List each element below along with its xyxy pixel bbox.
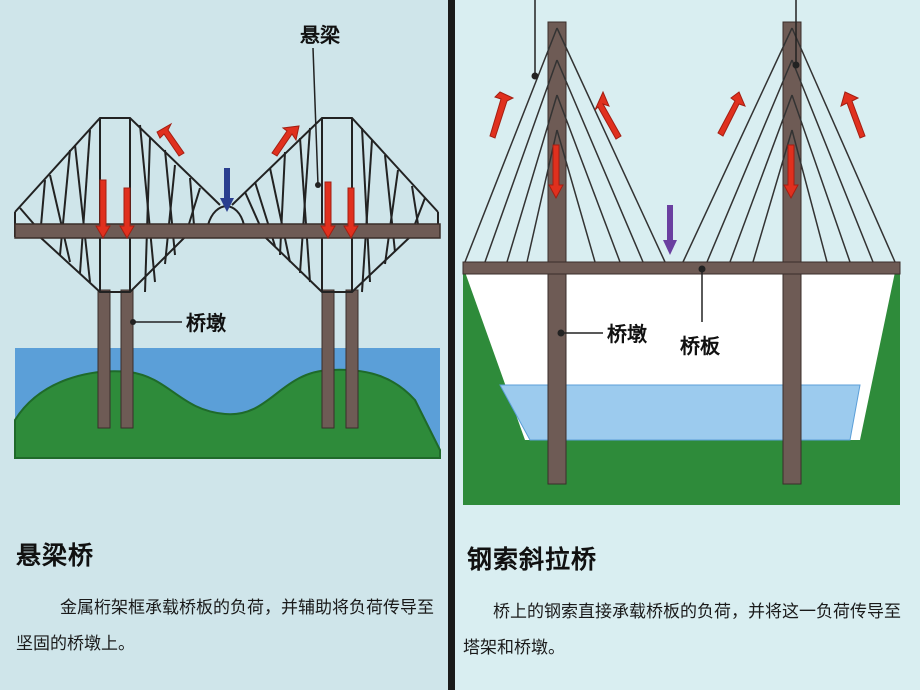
- down-arrow: [783, 144, 799, 200]
- cable-stayed-bridge-title: 钢索斜拉桥: [467, 545, 598, 574]
- force-arrows: [95, 122, 359, 239]
- pier-leader-dot: [130, 319, 136, 325]
- down-arrow: [95, 179, 111, 239]
- cable-stayed-bridge-diagram: 桥墩 桥板: [462, 0, 901, 505]
- pier-label: 桥墩: [607, 322, 648, 346]
- pier-left-2: [120, 289, 134, 429]
- beam-label: 悬梁: [300, 23, 341, 47]
- down-arrow: [119, 187, 135, 239]
- cantilever-bridge-title: 悬梁桥: [16, 541, 95, 570]
- cantilever-bridge-panel: 悬梁 桥墩 悬梁桥 金属桁架框承载桥板的负荷，并辅助将负荷传导至坚固的桥墩上。: [0, 0, 450, 690]
- beam-leader-dot: [315, 182, 321, 188]
- up-right-arrow: [594, 90, 622, 140]
- beam-leader-line: [312, 47, 319, 186]
- water: [499, 384, 861, 441]
- cables-right: [682, 27, 896, 263]
- cable-stayed-bridge-description: 桥上的钢索直接承载桥板的负荷，并将这一负荷传导至塔架和桥墩。: [463, 602, 901, 658]
- tower-right: [782, 21, 802, 485]
- down-arrow: [548, 144, 564, 200]
- cable-stayed-bridge-panel: 桥墩 桥板 钢索斜拉桥 桥上的钢索直接承载桥板的负荷，并将这一负荷传导至塔架和桥…: [455, 0, 920, 690]
- force-arrows: [489, 90, 866, 200]
- bridge-deck: [462, 261, 901, 275]
- pier-right-1: [321, 289, 335, 429]
- down-arrow: [343, 187, 359, 239]
- cantilever-bridge-diagram: 悬梁 桥墩: [14, 23, 441, 459]
- deck-label: 桥板: [680, 334, 721, 358]
- truss-right: [231, 117, 439, 293]
- panel-divider: [448, 0, 457, 690]
- pier-left-1: [97, 289, 111, 429]
- pier-right-2: [345, 289, 359, 429]
- up-left-arrow: [489, 91, 515, 139]
- up-left-arrow: [840, 91, 866, 139]
- bridge-deck: [14, 223, 441, 239]
- load-arrow: [220, 168, 234, 212]
- truss-left: [14, 117, 221, 293]
- load-arrow: [663, 205, 677, 255]
- tower-left: [547, 21, 567, 485]
- up-right-arrow: [717, 91, 746, 137]
- up-right-arrow: [271, 125, 300, 157]
- down-arrow: [320, 181, 336, 239]
- up-left-arrow: [156, 122, 185, 157]
- cables-left: [464, 27, 666, 263]
- pier-label: 桥墩: [186, 311, 227, 335]
- cantilever-bridge-description: 金属桁架框承载桥板的负荷，并辅助将负荷传导至坚固的桥墩上。: [16, 598, 434, 654]
